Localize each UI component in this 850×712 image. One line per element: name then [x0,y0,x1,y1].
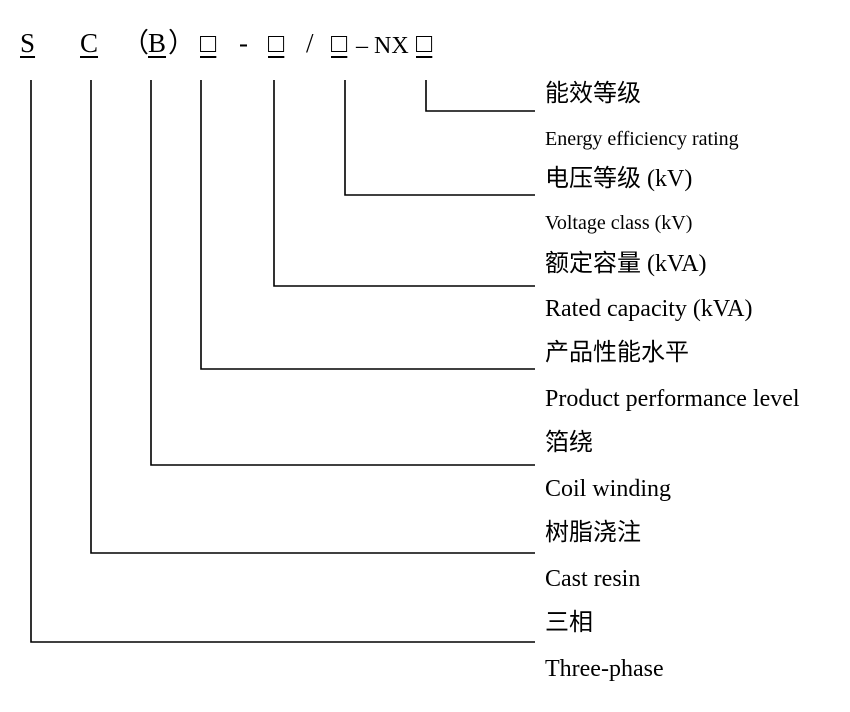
label-performance-level-en: Product performance level [545,386,800,412]
label-coil-winding-en: Coil winding [545,476,672,502]
code-b: B [148,28,167,58]
label-rated-capacity-zh: 额定容量 (kVA) [545,251,707,277]
label-cast-resin-en: Cast resin [545,566,641,592]
connector-cast-resin [90,80,535,554]
connector-three-phase [30,80,535,643]
code-box-1: □ [200,28,217,58]
code-box-2: □ [268,28,285,58]
code-c: C [80,28,99,58]
label-voltage-class-zh: 电压等级 (kV) [545,166,693,192]
connector-rated-capacity [273,80,535,287]
connector-energy-efficiency [425,80,535,112]
label-energy-efficiency-en: Energy efficiency rating [545,128,739,150]
connector-performance-level [200,80,535,370]
label-three-phase-zh: 三相 [545,610,593,636]
code-box-3: □ [331,28,348,58]
label-coil-winding-zh: 箔绕 [545,430,593,456]
connector-coil-winding [150,80,535,466]
label-cast-resin-zh: 树脂浇注 [545,520,641,546]
label-three-phase-en: Three-phase [545,656,664,682]
code-s: S [20,28,36,58]
label-voltage-class-en: Voltage class (kV) [545,212,693,234]
connector-voltage-class [344,80,535,196]
code-dash: - [239,28,248,58]
label-energy-efficiency-zh: 能效等级 [545,81,641,107]
code-box-4: □ [416,28,433,58]
code-slash: / [306,28,314,58]
code-paren-close: ） [168,28,195,58]
label-performance-level-zh: 产品性能水平 [545,340,689,366]
code-paren-open: （ [122,28,149,58]
label-rated-capacity-en: Rated capacity (kVA) [545,296,753,322]
code-suffix: – NX [356,33,409,59]
